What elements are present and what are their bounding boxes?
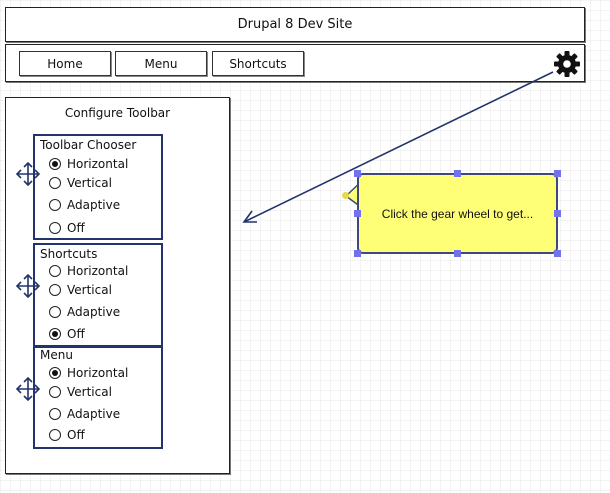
option-label: Adaptive <box>67 407 121 421</box>
option-label: Adaptive <box>67 198 121 212</box>
move-icon[interactable] <box>15 273 41 299</box>
toolbar-nav: Home Menu Shortcuts <box>5 44 585 82</box>
option-label: Adaptive <box>67 305 121 319</box>
toolbar-chooser-horizontal[interactable]: Horizontal <box>49 156 128 172</box>
resize-handle[interactable] <box>554 170 561 177</box>
toolbar-chooser-adaptive[interactable]: Adaptive <box>49 197 120 213</box>
shortcuts-horizontal[interactable]: Horizontal <box>49 263 128 279</box>
resize-handle[interactable] <box>454 250 461 257</box>
move-icon[interactable] <box>15 161 41 187</box>
resize-handle[interactable] <box>454 170 461 177</box>
menu-off[interactable]: Off <box>49 427 85 443</box>
resize-handle[interactable] <box>354 170 361 177</box>
toolbar-chooser-off[interactable]: Off <box>49 220 85 236</box>
menu-adaptive[interactable]: Adaptive <box>49 406 120 422</box>
site-title-bar: Drupal 8 Dev Site <box>5 7 585 42</box>
resize-handle[interactable] <box>554 210 561 217</box>
panel-title: Configure Toolbar <box>64 106 171 120</box>
radio-button[interactable] <box>49 328 61 340</box>
shortcuts-vertical[interactable]: Vertical <box>49 282 112 298</box>
toolbar-chooser-group: Toolbar Chooser Horizontal Vertical Adap… <box>15 134 163 240</box>
option-label: Off <box>67 428 85 442</box>
option-label: Vertical <box>67 283 112 297</box>
pointer-handle[interactable] <box>342 192 349 199</box>
menu-horizontal[interactable]: Horizontal <box>49 365 128 381</box>
note-text: Click the gear wheel to get... <box>381 206 534 221</box>
shortcuts-adaptive[interactable]: Adaptive <box>49 304 120 320</box>
radio-button[interactable] <box>49 408 61 420</box>
menu-vertical[interactable]: Vertical <box>49 384 112 400</box>
radio-button[interactable] <box>49 284 61 296</box>
option-label: Vertical <box>67 176 112 190</box>
radio-button[interactable] <box>49 177 61 189</box>
menu-group: Menu Horizontal Vertical Adaptive Off <box>15 346 163 449</box>
home-button[interactable]: Home <box>19 51 111 76</box>
radio-button[interactable] <box>49 199 61 211</box>
option-label: Horizontal <box>67 264 129 278</box>
option-label: Horizontal <box>67 366 129 380</box>
group-title: Shortcuts <box>40 247 98 261</box>
callout-note[interactable]: Click the gear wheel to get... <box>357 173 558 254</box>
resize-handle[interactable] <box>554 250 561 257</box>
radio-button[interactable] <box>49 367 61 379</box>
gear-icon[interactable] <box>553 50 581 78</box>
option-label: Off <box>67 221 85 235</box>
menu-button[interactable]: Menu <box>115 51 207 76</box>
toolbar-chooser-vertical[interactable]: Vertical <box>49 175 112 191</box>
shortcuts-off[interactable]: Off <box>49 326 85 342</box>
option-label: Horizontal <box>67 157 129 171</box>
move-icon[interactable] <box>15 376 41 402</box>
group-title: Menu <box>40 348 73 362</box>
radio-button[interactable] <box>49 429 61 441</box>
shortcuts-button[interactable]: Shortcuts <box>212 51 304 76</box>
resize-handle[interactable] <box>354 250 361 257</box>
site-title: Drupal 8 Dev Site <box>237 17 353 32</box>
group-title: Toolbar Chooser <box>40 138 137 152</box>
radio-button[interactable] <box>49 158 61 170</box>
radio-button[interactable] <box>49 222 61 234</box>
shortcuts-group: Shortcuts Horizontal Vertical Adaptive O… <box>15 243 163 347</box>
radio-button[interactable] <box>49 265 61 277</box>
configure-toolbar-panel: Configure Toolbar Toolbar Chooser Horizo… <box>5 97 230 474</box>
option-label: Off <box>67 327 85 341</box>
option-label: Vertical <box>67 385 112 399</box>
radio-button[interactable] <box>49 386 61 398</box>
resize-handle[interactable] <box>354 210 361 217</box>
radio-button[interactable] <box>49 306 61 318</box>
